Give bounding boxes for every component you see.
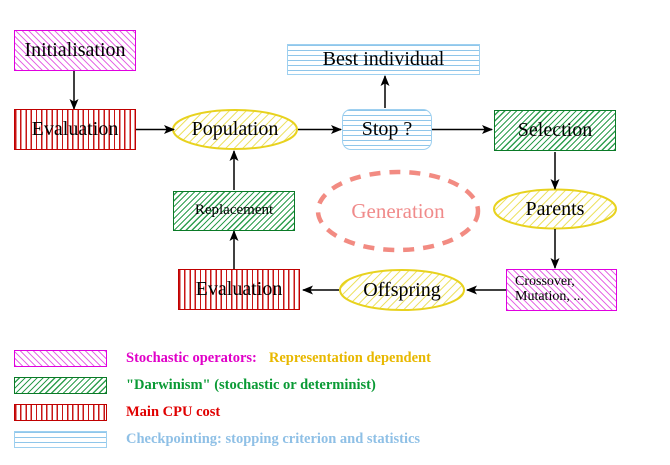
node-evaluation-bottom-label: Evaluation [195, 278, 283, 300]
node-offspring-label: Offspring [363, 278, 441, 301]
node-stop-label: Stop ? [361, 118, 413, 140]
legend-row-checkpointing: Checkpointing: stopping criterion and st… [14, 431, 420, 448]
node-generation: Generation [318, 192, 478, 230]
node-replacement[interactable]: Replacement [173, 191, 295, 231]
generation-ellipse [315, 169, 481, 253]
node-selection-label: Selection [517, 119, 593, 141]
node-evaluation-top[interactable]: Evaluation [14, 109, 136, 150]
node-population[interactable]: Population [173, 110, 297, 149]
node-initialisation-label: Initialisation [24, 39, 126, 61]
node-best-individual[interactable]: Best individual [287, 44, 480, 75]
node-crossover-mutation[interactable]: Crossover, Mutation, ... [506, 269, 617, 311]
red-hatch-swatch [14, 404, 107, 421]
node-crossover-mutation-label-line1: Crossover, [515, 274, 575, 290]
node-parents-label: Parents [525, 198, 585, 220]
legend-cpu-cost-label: Main CPU cost [126, 404, 221, 420]
legend: Stochastic operators: Representation dep… [0, 340, 670, 465]
offspring-ellipse[interactable] [339, 269, 465, 311]
legend-darwinism-label: "Darwinism" (stochastic or determinist) [126, 377, 376, 393]
node-best-individual-label: Best individual [322, 48, 445, 70]
node-stop[interactable]: Stop ? [342, 109, 432, 150]
magenta-hatch-swatch [14, 350, 107, 367]
node-generation-label: Generation [351, 198, 445, 223]
blue-hatch-swatch [14, 431, 107, 448]
node-crossover-mutation-label-line2: Mutation, ... [515, 289, 584, 304]
legend-checkpointing-label: Checkpointing: stopping criterion and st… [126, 431, 421, 447]
legend-row-cpu-cost: Main CPU cost [14, 404, 220, 421]
legend-row-stochastic: Stochastic operators: Representation dep… [14, 350, 431, 367]
node-offspring[interactable]: Offspring [340, 270, 464, 310]
node-replacement-label: Replacement [194, 202, 274, 219]
legend-stochastic-value: Representation dependent [268, 350, 431, 366]
legend-stochastic-label: Stochastic operators: [126, 350, 257, 366]
node-population-label: Population [191, 118, 279, 140]
node-evaluation-bottom[interactable]: Evaluation [178, 269, 300, 310]
node-evaluation-top-label: Evaluation [31, 118, 119, 140]
node-parents[interactable]: Parents [494, 190, 616, 229]
green-hatch-swatch [14, 377, 107, 394]
legend-row-darwinism: "Darwinism" (stochastic or determinist) [14, 377, 376, 394]
node-selection[interactable]: Selection [494, 110, 616, 151]
node-initialisation[interactable]: Initialisation [14, 30, 136, 71]
